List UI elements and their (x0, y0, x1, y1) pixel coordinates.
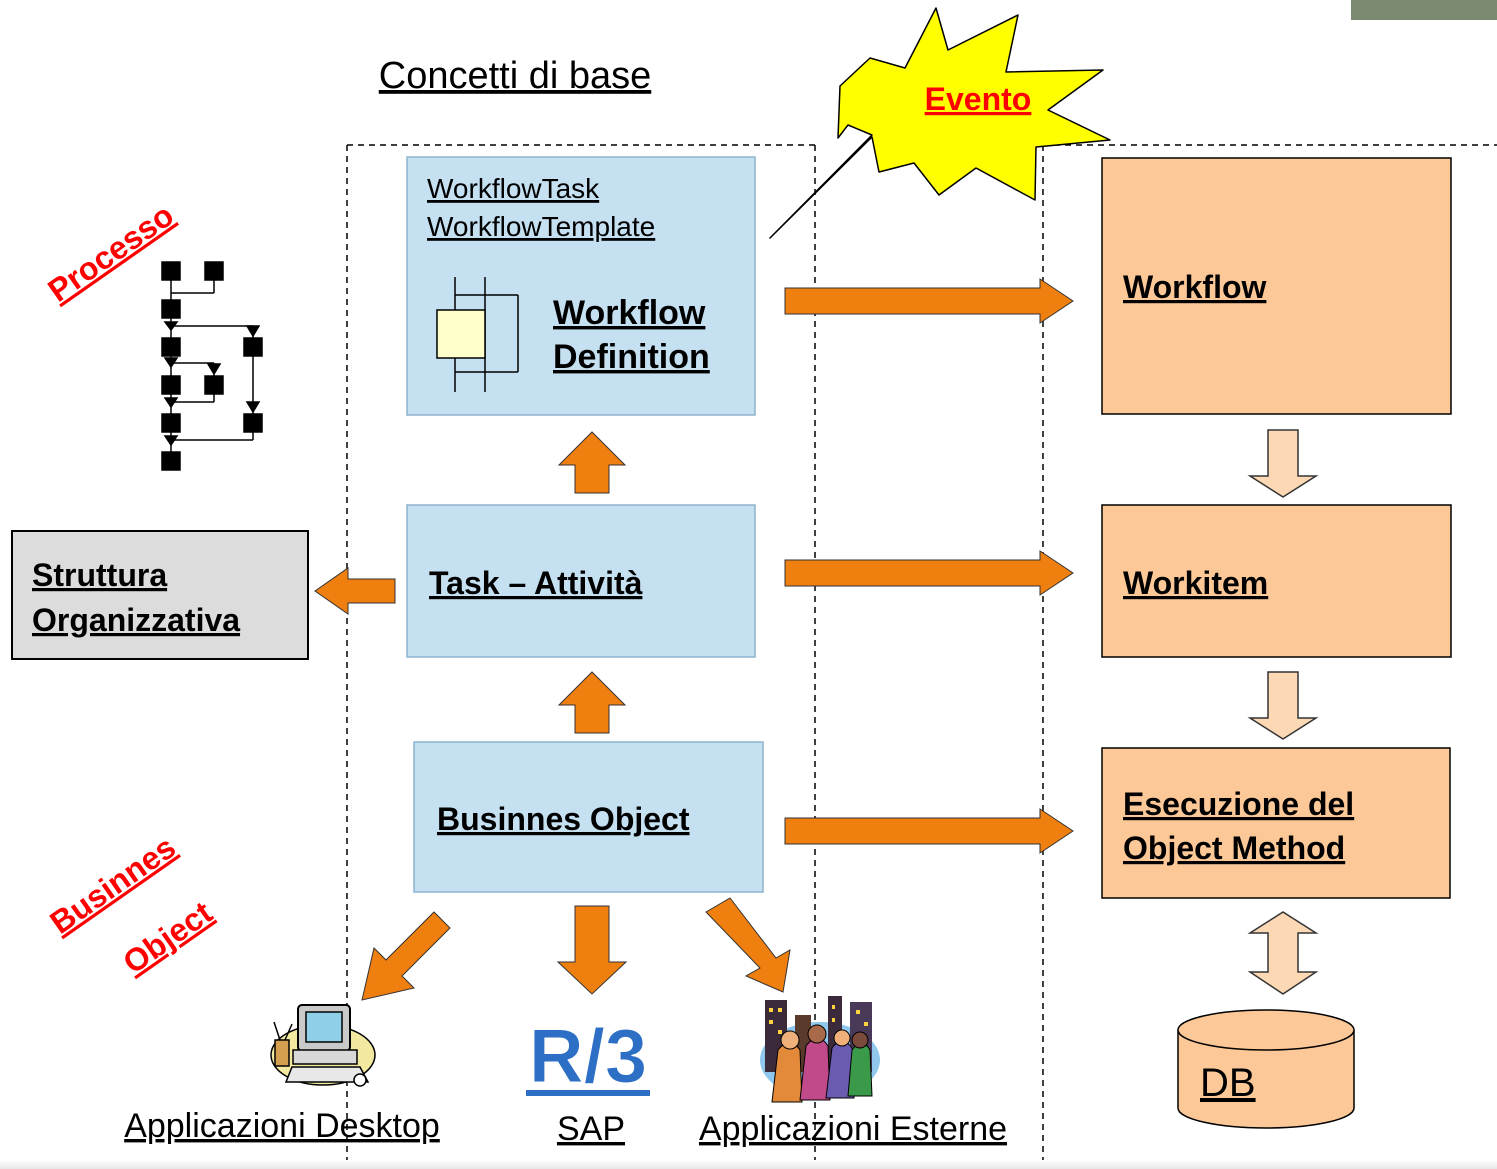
arrow-to-esecuzione (784, 808, 1074, 854)
arrow-to-esterne (705, 897, 791, 993)
object-label: Object (116, 894, 218, 981)
task-box: Task – Attività (406, 504, 756, 658)
business-object-box: Businnes Object (413, 741, 764, 893)
struttura-box: Struttura Organizzativa (11, 530, 309, 660)
evento-label: Evento (925, 81, 1032, 117)
struttura-line2: Organizzativa (32, 602, 240, 638)
arrow-to-workitem (784, 550, 1074, 596)
workflow-definition-box: WorkflowTask WorkflowTemplate Workflow D… (406, 156, 756, 416)
esterne-label: Applicazioni Esterne (699, 1110, 1007, 1148)
workflow-definition-title2: Definition (553, 338, 710, 376)
task-label: Task – Attività (429, 565, 643, 601)
arrow-down-to-sap (556, 905, 628, 995)
db-cylinder: DB (1177, 1009, 1355, 1129)
workflow-box: Workflow (1101, 157, 1452, 415)
arrow-workitem-to-esecuzione (1247, 671, 1319, 740)
workflow-task-label: WorkflowTask (427, 173, 600, 204)
workflow-template-label: WorkflowTemplate (427, 211, 655, 242)
arrow-up-to-task (557, 671, 627, 734)
esecuzione-box: Esecuzione del Object Method (1101, 747, 1451, 899)
struttura-line1: Struttura (32, 557, 167, 593)
sap-label: SAP (557, 1110, 625, 1148)
r3-logo-text: R/3 (529, 1014, 647, 1099)
workitem-box: Workitem (1101, 504, 1452, 658)
desktop-label: Applicazioni Desktop (124, 1107, 440, 1145)
page-title: Concetti di base (379, 55, 652, 97)
evento-star: Evento (769, 7, 1111, 239)
hollow-arrows (1247, 429, 1319, 995)
esecuzione-line1: Esecuzione del (1123, 786, 1354, 822)
desktop-computer-icon (270, 1004, 376, 1087)
arrow-to-desktop (361, 911, 451, 1001)
corner-decoration (1351, 0, 1497, 20)
workflow-label: Workflow (1123, 269, 1267, 305)
process-flow-icon (161, 261, 263, 471)
orange-arrows (314, 278, 1074, 1001)
arrow-up-to-definition (557, 431, 627, 494)
arrow-esecuzione-db (1247, 911, 1319, 995)
bottom-fade (0, 1160, 1497, 1169)
arrow-workflow-to-workitem (1247, 429, 1319, 498)
r3-logo: R/3 (526, 1014, 650, 1100)
arrow-to-struttura (314, 567, 396, 615)
external-apps-icon (760, 996, 880, 1103)
processo-label: Processo (41, 197, 180, 309)
arrow-to-workflow (784, 278, 1074, 324)
workflow-definition-title1: Workflow (553, 294, 706, 332)
esecuzione-line2: Object Method (1123, 830, 1345, 866)
r3-underline (526, 1090, 650, 1096)
db-label: DB (1200, 1061, 1256, 1105)
lightning-star-shape (769, 7, 1111, 239)
workitem-label: Workitem (1123, 565, 1268, 601)
business-object-label: Businnes Object (437, 801, 690, 837)
workflow-definition-icon (436, 277, 519, 392)
